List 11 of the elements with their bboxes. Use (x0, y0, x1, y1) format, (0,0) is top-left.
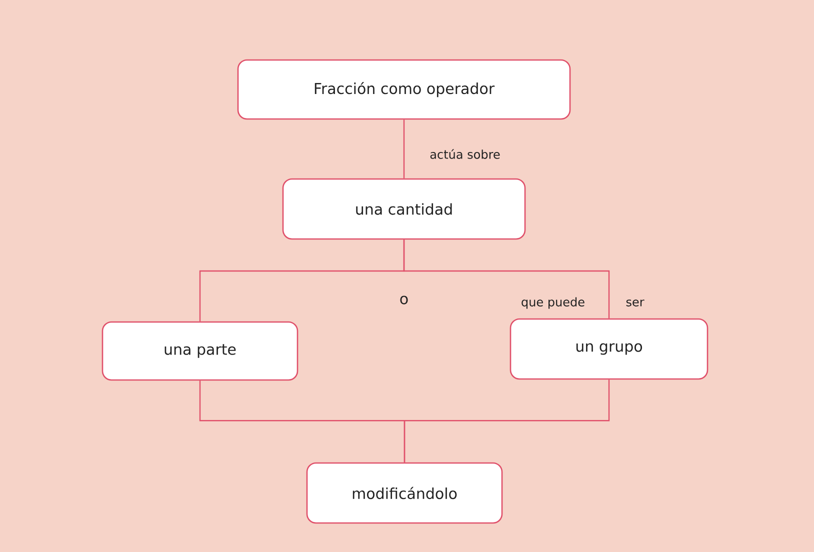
concept-box: Fracción como operador (237, 59, 571, 120)
connector-line (404, 380, 610, 462)
text-label: o (400, 296, 408, 304)
connector-line (403, 240, 610, 318)
text-label: ser (626, 300, 644, 306)
concept-box: modificándolo (306, 462, 503, 524)
concept-box: una cantidad (282, 178, 526, 240)
concept-box: una parte (102, 321, 298, 381)
concept-box: un grupo (510, 318, 708, 380)
connector-line (403, 120, 405, 178)
edge-label: actúa sobre (430, 149, 500, 159)
